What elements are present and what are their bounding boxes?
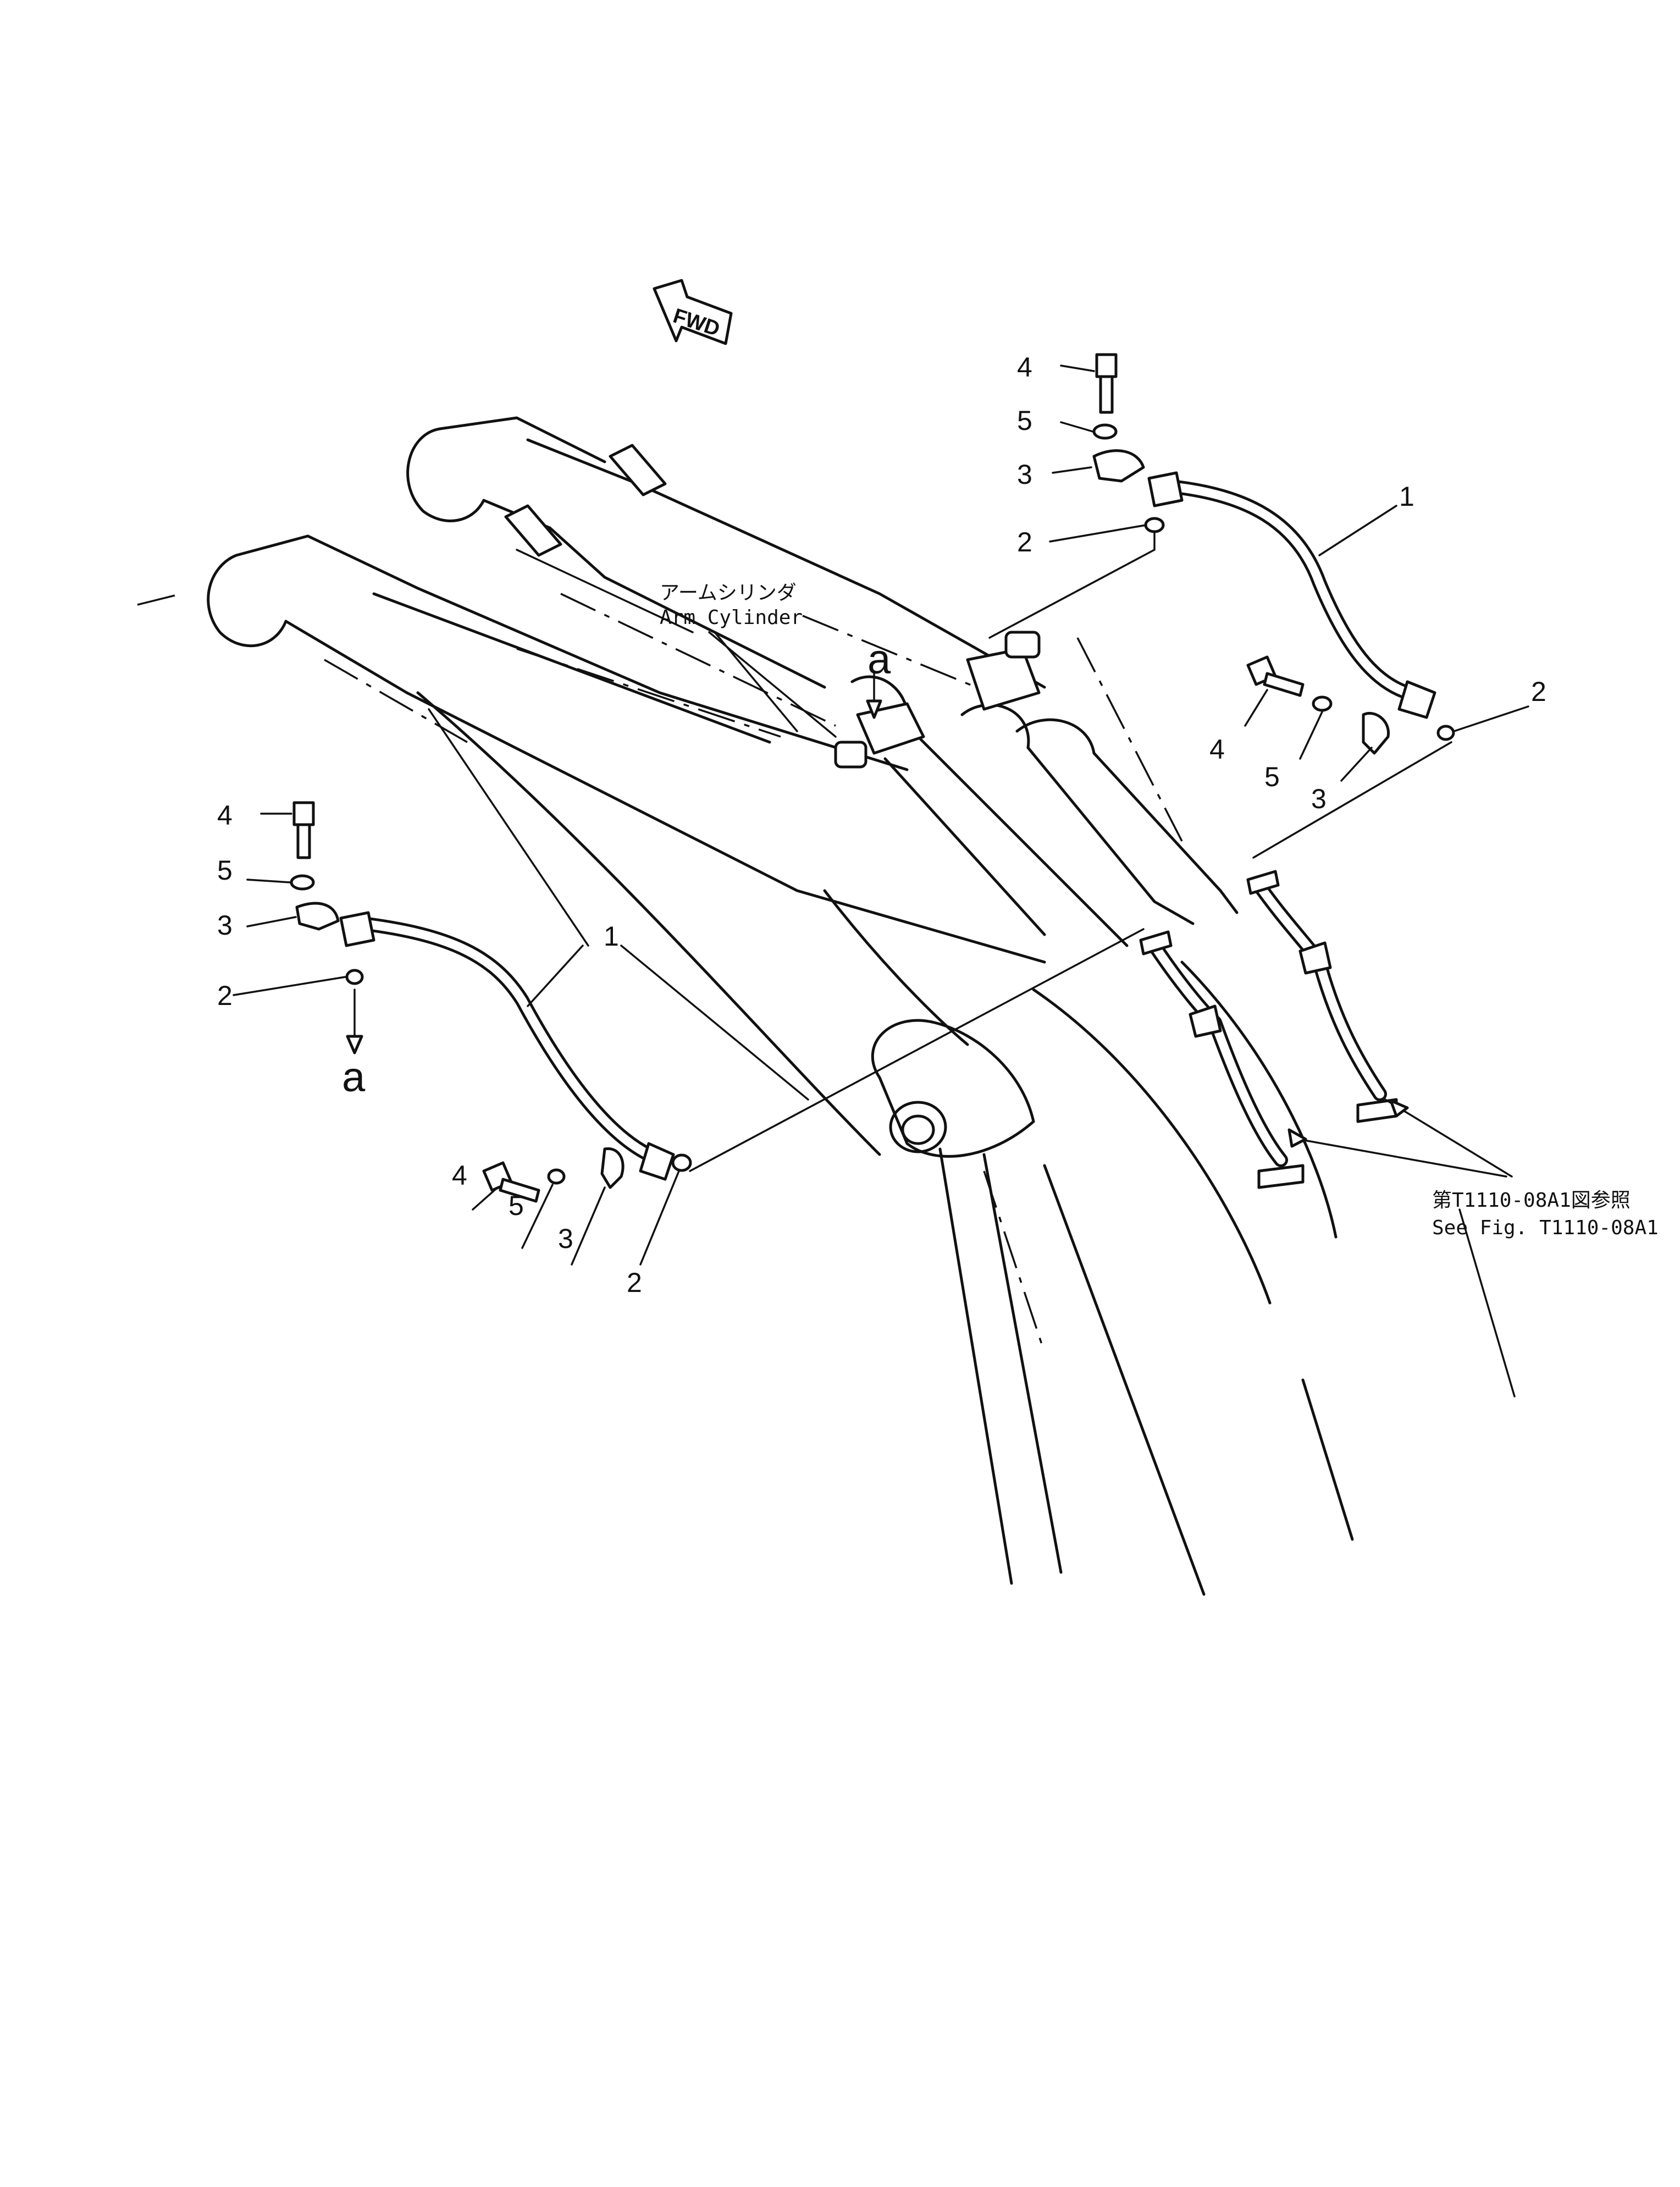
reference-note-ja: 第T1110-08A1図参照 bbox=[1432, 1189, 1631, 1212]
callout-4-lower-bottom: 4 bbox=[452, 1160, 467, 1191]
cylinder-port-blocks bbox=[834, 631, 1041, 769]
callout-3-lower: 3 bbox=[217, 910, 233, 941]
callout-4-lower: 4 bbox=[217, 800, 233, 831]
callout-5-upper-right: 5 bbox=[1264, 761, 1280, 792]
boom-arm-outline bbox=[207, 416, 1354, 1596]
callout-5-upper: 5 bbox=[1017, 405, 1032, 436]
callout-5-lower-bottom: 5 bbox=[509, 1190, 524, 1221]
callout-3-lower-bottom: 3 bbox=[558, 1223, 573, 1254]
callout-3-upper: 3 bbox=[1017, 459, 1032, 490]
callout-3-upper-right: 3 bbox=[1311, 783, 1327, 814]
hose-assembly-lower bbox=[290, 801, 692, 1203]
hose-assembly-upper bbox=[1092, 353, 1455, 755]
arm-cylinder-label-en: Arm Cylinder bbox=[660, 606, 803, 629]
callout-1-upper: 1 bbox=[1399, 481, 1414, 512]
connection-letter-a-top: a bbox=[867, 636, 891, 683]
callout-2-upper-right: 2 bbox=[1531, 676, 1546, 707]
connection-letter-a-bottom: a bbox=[342, 1054, 366, 1101]
callout-5-lower: 5 bbox=[217, 855, 233, 886]
callout-2-lower-bottom: 2 bbox=[627, 1267, 642, 1298]
callout-4-upper-right: 4 bbox=[1209, 734, 1225, 765]
callout-1-lower: 1 bbox=[604, 921, 619, 952]
callout-4-upper: 4 bbox=[1017, 352, 1032, 383]
reference-note-en: See Fig. T1110-08A1 bbox=[1432, 1217, 1659, 1239]
callout-2-lower: 2 bbox=[217, 980, 233, 1011]
fwd-arrow-icon: FWD bbox=[653, 279, 733, 345]
assembly-lines bbox=[137, 593, 1183, 1353]
steel-pipes bbox=[1139, 870, 1398, 1189]
callout-2-upper: 2 bbox=[1017, 527, 1032, 557]
leader-lines bbox=[233, 365, 1529, 1398]
arm-cylinder-label-ja: アームシリンダ bbox=[660, 582, 797, 604]
